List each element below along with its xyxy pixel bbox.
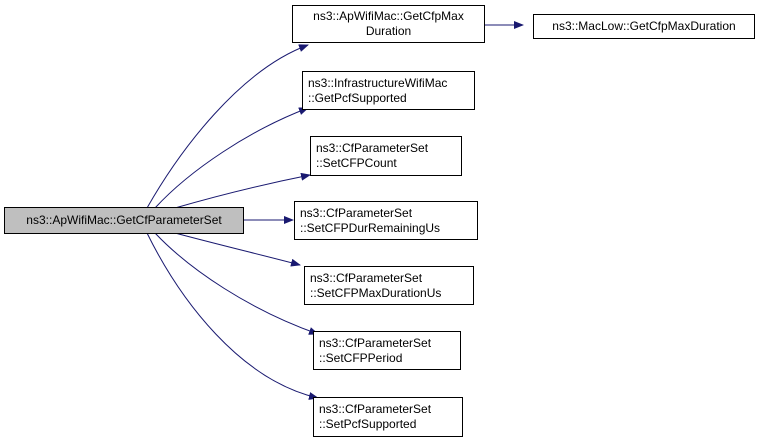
node-setpcfsupported[interactable]: ns3::CfParameterSet ::SetPcfSupported <box>313 397 463 437</box>
node-label-line: ::SetPcfSupported <box>319 417 417 431</box>
node-label-line: ::SetCFPPeriod <box>319 350 403 365</box>
edge-root-to-getcfpmaxduration <box>146 44 309 209</box>
edge-root-to-setcfpperiod <box>154 232 319 335</box>
node-label-line: ns3::CfParameterSet <box>319 335 432 350</box>
root-node-label: ns3::ApWifiMac::GetCfParameterSet <box>26 213 222 227</box>
node-label-line: ns3::ApWifiMac::GetCfpMax <box>313 9 464 23</box>
node-getpcfsupported[interactable]: ns3::InfrastructureWifiMac ::GetPcfSuppo… <box>302 71 475 110</box>
node-label-line: ns3::CfParameterSet <box>310 270 423 285</box>
node-getcfpmaxduration[interactable]: ns3::ApWifiMac::GetCfpMax Duration <box>292 5 485 43</box>
node-label-line: ns3::MacLow::GetCfpMaxDuration <box>552 19 736 33</box>
edge-root-to-setcfpcount <box>174 172 311 209</box>
node-label-line: ns3::CfParameterSet <box>316 141 429 155</box>
node-label-line: ns3::InfrastructureWifiMac <box>308 75 448 90</box>
node-label-line: ::SetCFPMaxDurationUs <box>310 285 442 300</box>
root-node-getcfparameterset[interactable]: ns3::ApWifiMac::GetCfParameterSet <box>4 207 244 234</box>
node-label-line: ::SetCFPDurRemainingUs <box>300 220 441 235</box>
node-label-line: ::GetPcfSupported <box>308 90 407 105</box>
node-setcfpmaxdurationus[interactable]: ns3::CfParameterSet ::SetCFPMaxDurationU… <box>304 266 474 305</box>
edge-root-to-setpcfsupported <box>146 232 319 400</box>
node-setcfpdurremainingus[interactable]: ns3::CfParameterSet ::SetCFPDurRemaining… <box>294 201 478 240</box>
node-maclow-getcfpmaxduration[interactable]: ns3::MacLow::GetCfpMaxDuration <box>533 14 755 39</box>
edge-root-to-setcfpmaxdurationus <box>174 232 301 267</box>
node-label-line: Duration <box>365 24 412 38</box>
edge-root-to-getpcfsupported <box>154 107 309 209</box>
node-label-line: ns3::CfParameterSet <box>300 205 413 220</box>
node-label-line: ns3::CfParameterSet <box>319 402 432 416</box>
node-setcfpcount[interactable]: ns3::CfParameterSet ::SetCFPCount <box>310 136 462 176</box>
node-setcfpperiod[interactable]: ns3::CfParameterSet ::SetCFPPeriod <box>313 331 461 370</box>
node-label-line: ::SetCFPCount <box>316 156 397 170</box>
